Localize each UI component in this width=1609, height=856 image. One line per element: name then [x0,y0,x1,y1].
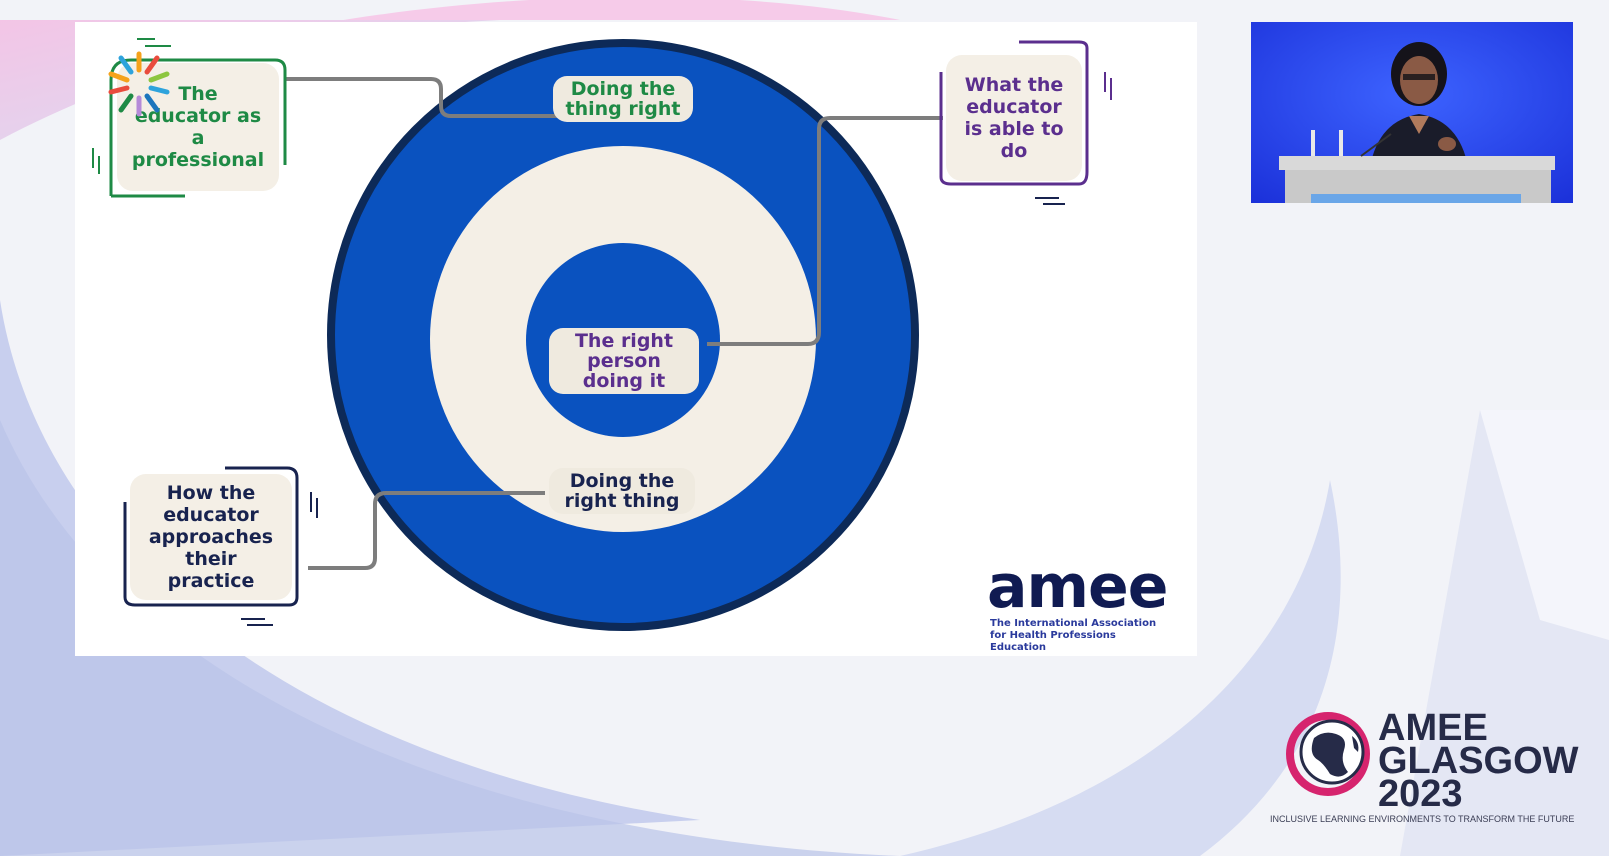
connector-approaches [308,491,545,570]
amee-wordmark: amee [987,552,1168,622]
box-educator-approaches: How the educator approaches their practi… [130,474,292,600]
label-doing-thing-right: Doing the thing right [553,76,693,122]
amee-tagline: The International Association for Health… [990,618,1157,653]
connector-able-to-do [707,116,943,346]
conference-name-line2: GLASGOW [1378,740,1579,782]
speaker-video-feed-icon [1251,22,1573,203]
box-able-to-do-label: What the educator is able to do [964,74,1064,162]
label-right-person: The right person doing it [549,328,699,394]
box-professional-label: The educator as a professional [131,83,265,171]
conference-year: 2023 [1378,773,1463,815]
globe-logo-icon [1286,712,1370,796]
amee-starburst-icon [108,51,170,117]
label-doing-right-thing: Doing the right thing [549,468,695,514]
connector-professional [285,77,600,118]
slide-panel: The educator as a professional What the … [75,22,1197,656]
box-educator-able-to-do: What the educator is able to do [946,55,1082,181]
speaker-video [1251,22,1573,203]
conference-tagline: INCLUSIVE LEARNING ENVIRONMENTS TO TRANS… [1270,814,1575,824]
box-educator-professional: The educator as a professional [117,63,279,191]
box-approaches-label: How the educator approaches their practi… [148,482,274,592]
conference-name-line1: AMEE [1378,707,1488,749]
